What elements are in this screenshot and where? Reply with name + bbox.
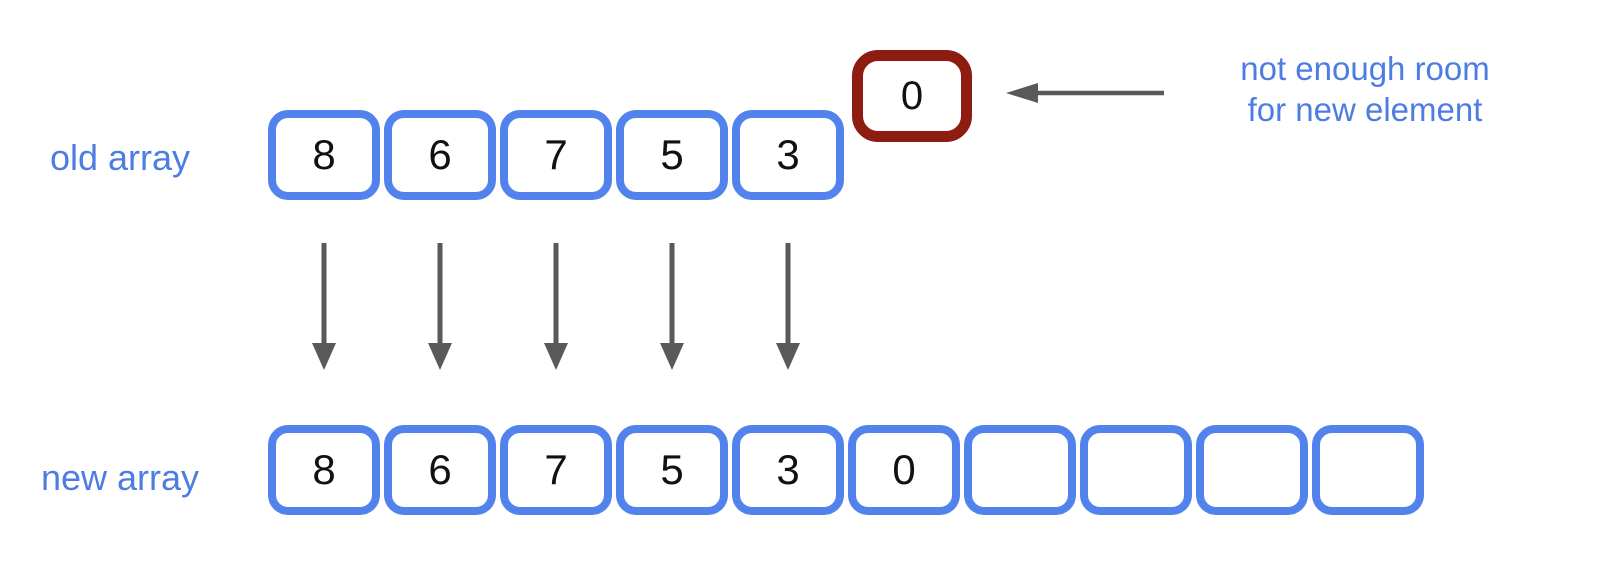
array-cell: 7 <box>500 110 612 200</box>
array-cell: 5 <box>616 425 728 515</box>
array-cell: 8 <box>268 425 380 515</box>
old-array-label: old array <box>49 137 191 178</box>
left-arrow-icon <box>1006 83 1164 103</box>
down-arrow-icon <box>428 243 452 370</box>
array-cell-empty <box>964 425 1076 515</box>
down-arrow-icon <box>312 243 336 370</box>
array-cell: 6 <box>384 425 496 515</box>
new-array-row: 8 6 7 5 3 0 <box>268 425 1424 515</box>
overflow-element-cell: 0 <box>852 50 972 142</box>
array-cell-empty <box>1080 425 1192 515</box>
annotation-line-2: for new element <box>1247 91 1483 128</box>
array-cell: 7 <box>500 425 612 515</box>
new-array-label: new array <box>40 457 200 498</box>
annotation: not enough room for new element <box>1165 48 1565 130</box>
array-cell: 6 <box>384 110 496 200</box>
array-cell-empty <box>1196 425 1308 515</box>
down-arrow-icon <box>776 243 800 370</box>
array-cell: 3 <box>732 110 844 200</box>
old-array-row: 8 6 7 5 3 <box>268 110 844 200</box>
array-cell-empty <box>1312 425 1424 515</box>
array-cell: 0 <box>848 425 960 515</box>
annotation-line-1: not enough room <box>1240 50 1490 87</box>
array-cell: 8 <box>268 110 380 200</box>
down-arrow-icon <box>660 243 684 370</box>
down-arrow-icon <box>544 243 568 370</box>
array-cell: 5 <box>616 110 728 200</box>
array-cell: 3 <box>732 425 844 515</box>
